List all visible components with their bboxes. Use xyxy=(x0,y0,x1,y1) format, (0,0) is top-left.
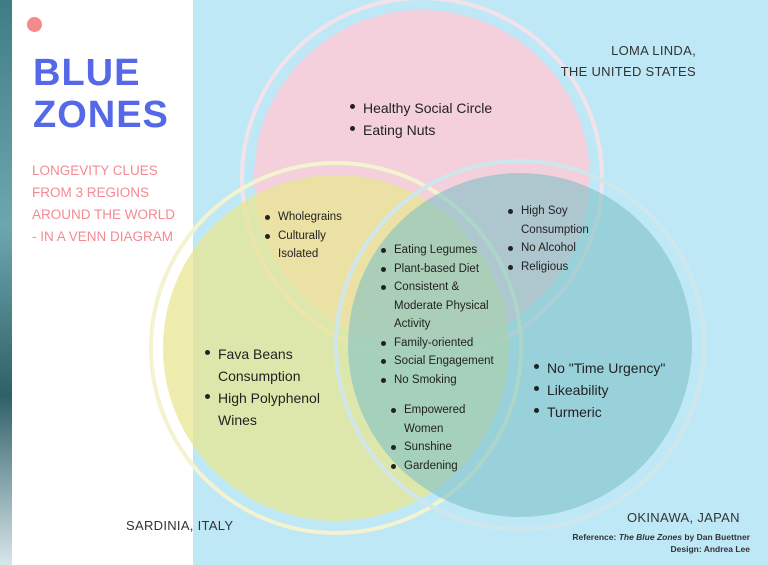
design-credit: Design: Andrea Lee xyxy=(670,544,750,554)
list-item: Healthy Social Circle xyxy=(347,97,492,119)
list-item: Turmeric xyxy=(531,401,681,423)
region-label-loma-linda: LOMA LINDA, THE UNITED STATES xyxy=(561,40,696,82)
left-photo-strip xyxy=(0,0,12,565)
region-label-line: LOMA LINDA, xyxy=(611,43,696,58)
okinawa-ring xyxy=(334,159,706,531)
list-item: Likeability xyxy=(531,379,681,401)
list-item: Fava Beans Consumption xyxy=(202,343,318,387)
list-item: High Polyphenol Wines xyxy=(202,387,333,431)
okinawa-only-list: No "Time Urgency" Likeability Turmeric xyxy=(531,357,681,423)
list-item: Religious xyxy=(505,258,615,277)
loma-linda-only-list: Healthy Social Circle Eating Nuts xyxy=(347,97,492,141)
reference-line: Reference: The Blue Zones by Dan Buettne… xyxy=(572,531,750,543)
list-item: Plant-based Diet xyxy=(378,260,508,279)
list-item: Empowered Women xyxy=(388,401,476,438)
sardinia-only-list: Fava Beans Consumption High Polyphenol W… xyxy=(202,343,332,431)
list-item: Social Engagement xyxy=(378,352,508,371)
list-item: Culturally Isolated xyxy=(262,227,348,264)
title-line-2: ZONES xyxy=(33,94,169,136)
subtitle-line: FROM 3 REGIONS xyxy=(32,185,150,200)
region-label-okinawa: OKINAWA, JAPAN xyxy=(627,510,740,525)
all-three-list: Eating Legumes Plant-based Diet Consiste… xyxy=(378,241,508,389)
list-item: Family-oriented xyxy=(378,334,508,353)
region-label-sardinia: SARDINIA, ITALY xyxy=(126,518,234,533)
okinawa-circle xyxy=(348,173,692,517)
list-item: No Alcohol xyxy=(505,239,615,258)
page-title: BLUE ZONES xyxy=(33,52,169,136)
loma-linda-sardinia-list: Wholegrains Culturally Isolated xyxy=(262,208,372,264)
subtitle-line: - IN A VENN DIAGRAM xyxy=(32,229,174,244)
loma-linda-okinawa-list: High Soy Consumption No Alcohol Religiou… xyxy=(505,202,615,276)
sardinia-okinawa-list: Empowered Women Sunshine Gardening xyxy=(388,401,488,475)
reference-prefix: Reference: xyxy=(572,532,619,542)
reference-suffix: by Dan Buettner xyxy=(681,532,750,542)
subtitle-line: AROUND THE WORLD xyxy=(32,207,176,222)
list-item: Eating Nuts xyxy=(347,119,492,141)
list-item: Wholegrains xyxy=(262,208,372,227)
subtitle: LONGEVITY CLUES FROM 3 REGIONS AROUND TH… xyxy=(32,160,207,248)
list-item: High Soy Consumption xyxy=(505,202,611,239)
list-item: Consistent & Moderate Physical Activity xyxy=(378,278,504,334)
list-item: No Smoking xyxy=(378,371,508,390)
decorative-dot xyxy=(27,17,42,32)
subtitle-line: LONGEVITY CLUES xyxy=(32,163,158,178)
list-item: Gardening xyxy=(388,457,488,476)
title-line-1: BLUE xyxy=(33,52,141,94)
reference-book: The Blue Zones xyxy=(618,532,682,542)
list-item: No "Time Urgency" xyxy=(531,357,681,379)
reference-note: Reference: The Blue Zones by Dan Buettne… xyxy=(572,531,750,555)
list-item: Sunshine xyxy=(388,438,488,457)
region-label-line: THE UNITED STATES xyxy=(560,64,696,79)
list-item: Eating Legumes xyxy=(378,241,508,260)
